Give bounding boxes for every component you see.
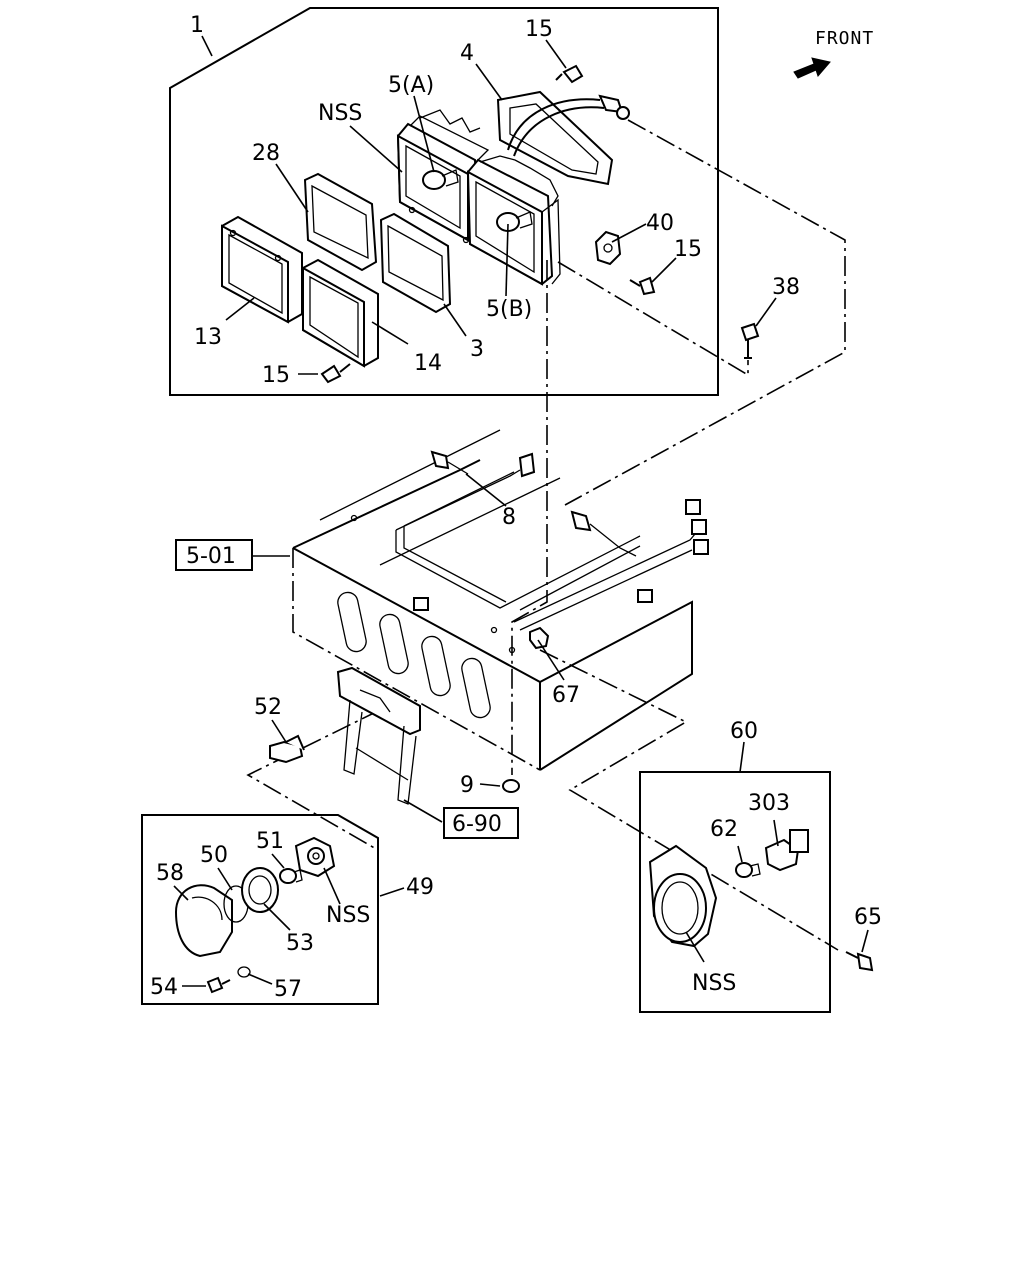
socket-nss: [294, 836, 336, 878]
lamp-housing: [396, 109, 561, 286]
leader-lines: [173, 35, 869, 987]
callout-nss: NSS: [318, 101, 362, 126]
body-slot: [461, 657, 491, 719]
bolt-65: [845, 951, 874, 972]
gasket-53: [241, 867, 279, 913]
callout-15: 15: [262, 363, 290, 388]
clip-52: [269, 734, 305, 764]
callout-67: 67: [552, 683, 580, 708]
lens-13: [221, 215, 303, 324]
body-slot: [337, 591, 367, 653]
callout-4: 4: [460, 41, 474, 66]
bulb-51: [279, 868, 303, 884]
callout-52: 52: [254, 695, 282, 720]
group-1-frame: [169, 7, 719, 396]
front-arrow-icon: [793, 57, 831, 79]
callout-303: 303: [748, 791, 790, 816]
callout-57: 57: [274, 977, 302, 1002]
callout-51: 51: [256, 829, 284, 854]
washer-57: [237, 966, 251, 978]
marker-lamp-group-49: [141, 814, 379, 1005]
callout-9: 9: [460, 773, 474, 798]
body-slot: [421, 635, 451, 697]
callout-5b: 5(B): [486, 297, 532, 322]
callout-nss: NSS: [692, 971, 736, 996]
callout-50: 50: [200, 843, 228, 868]
body-slot: [379, 613, 409, 675]
callout-nss: NSS: [326, 903, 370, 928]
callout-60: 60: [730, 719, 758, 744]
bulb-62: [735, 862, 761, 878]
callout-15: 15: [674, 237, 702, 262]
bracket-4: [496, 90, 630, 186]
group-60-frame: [639, 771, 831, 1013]
screw-15-top: [555, 64, 584, 84]
callout-49: 49: [406, 875, 434, 900]
screw-15-right: [629, 276, 656, 296]
lens-14: [302, 258, 379, 368]
callout-28: 28: [252, 141, 280, 166]
reference-6-90[interactable]: 6-90: [443, 807, 519, 839]
front-label: FRONT: [815, 28, 874, 49]
nut-9: [502, 779, 520, 793]
part-40: [594, 230, 622, 266]
callout-13: 13: [194, 325, 222, 350]
callout-3: 3: [470, 337, 484, 362]
callout-14: 14: [414, 351, 442, 376]
nut-67: [529, 626, 550, 650]
headlamp-assembly-group: [169, 7, 719, 396]
callout-58: 58: [156, 861, 184, 886]
screw-15-bottom: [320, 363, 351, 384]
screw-54: [206, 976, 231, 994]
callout-5a: 5(A): [388, 73, 434, 98]
callout-15: 15: [525, 17, 553, 42]
cab-body: [292, 429, 709, 771]
callout-8: 8: [502, 505, 516, 530]
callout-1: 1: [190, 13, 204, 38]
gasket-3: [379, 212, 452, 314]
front-indicator: FRONT: [793, 28, 874, 79]
callout-54: 54: [150, 975, 178, 1000]
callout-38: 38: [772, 275, 800, 300]
callout-62: 62: [710, 817, 738, 842]
reference-5-01-label: 5-01: [186, 544, 236, 569]
callout-40: 40: [646, 211, 674, 236]
gasket-28: [303, 172, 378, 272]
callout-65: 65: [854, 905, 882, 930]
connection-lines: [246, 119, 846, 951]
socket-303: [764, 829, 809, 872]
side-lamp-group-60: [639, 771, 831, 1013]
reference-5-01[interactable]: 5-01: [175, 539, 253, 571]
bolt-38: [740, 322, 760, 359]
bracket-6-90: [336, 666, 421, 805]
lamp-housing-nss: [648, 844, 718, 948]
reference-6-90-label: 6-90: [452, 812, 502, 837]
group-49-frame: [141, 814, 379, 1005]
bulb-5a: [422, 170, 446, 190]
callout-labels: 1 15 4 5(A) NSS 28 40 15 38 13 14 3 5(B)…: [150, 13, 882, 1002]
callout-53: 53: [286, 931, 314, 956]
